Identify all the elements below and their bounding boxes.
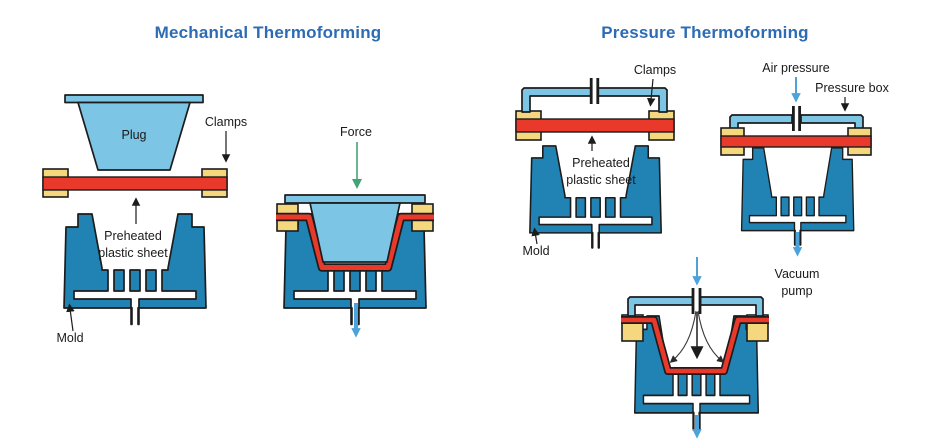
mold-shape [740,146,855,246]
air-pressure-label: Air pressure [762,61,829,75]
vacuum-pump-label-line2: pump [781,284,812,298]
plastic-sheet [720,135,872,148]
mechanical-step2-diagram: Force [276,125,434,338]
plug-top-bar [64,94,204,104]
clamps-arrow [646,78,656,107]
pressure-box-label: Pressure box [815,81,889,95]
pressure-box-frame-left [521,87,592,113]
sheet-label-line2: plastic sheet [566,173,636,187]
airflow-right-curve [697,310,725,363]
vacuum-pump-label-line1: Vacuum [775,267,820,281]
pressure-box-frame-right [699,296,764,317]
clamps-label: Clamps [205,115,247,129]
clamps-label: Clamps [634,63,676,77]
plug-body-pressed [309,202,401,263]
force-label: Force [340,125,372,139]
plug-body [77,101,191,171]
air-port [792,106,801,131]
mold-arrow [531,227,540,245]
pressure-step2-diagram: Air pressure Pressure box Vacuum pump [720,61,890,298]
plug-label: Plug [121,128,146,142]
pressure-title: Pressure Thermoforming [601,23,809,42]
sheet-label-line1: Preheated [104,229,162,243]
pressure-box-frame-right [597,87,668,113]
mold-arrow [66,303,75,332]
mold-label: Mold [522,244,549,258]
pressure-box-frame-left [627,296,694,317]
airflow-left-curve [669,310,697,363]
sheet-label-line2: plastic sheet [98,246,168,260]
plug-top-bar [284,194,426,204]
pressure-step3-diagram [621,257,769,439]
plastic-sheet [515,118,675,133]
formed-sheet [276,214,434,270]
mechanical-title: Mechanical Thermoforming [155,23,382,42]
air-port [691,288,702,314]
mold-label: Mold [56,331,83,345]
formed-sheet [621,317,769,374]
pressure-step1-diagram: Clamps Preheated plastic sheet Mold [515,63,676,258]
sheet-label-line1: Preheated [572,156,630,170]
mechanical-step1-diagram: Plug Clamps Preheated plastic sheet Mold [42,94,247,345]
air-port [589,78,600,104]
plastic-sheet [42,176,228,191]
